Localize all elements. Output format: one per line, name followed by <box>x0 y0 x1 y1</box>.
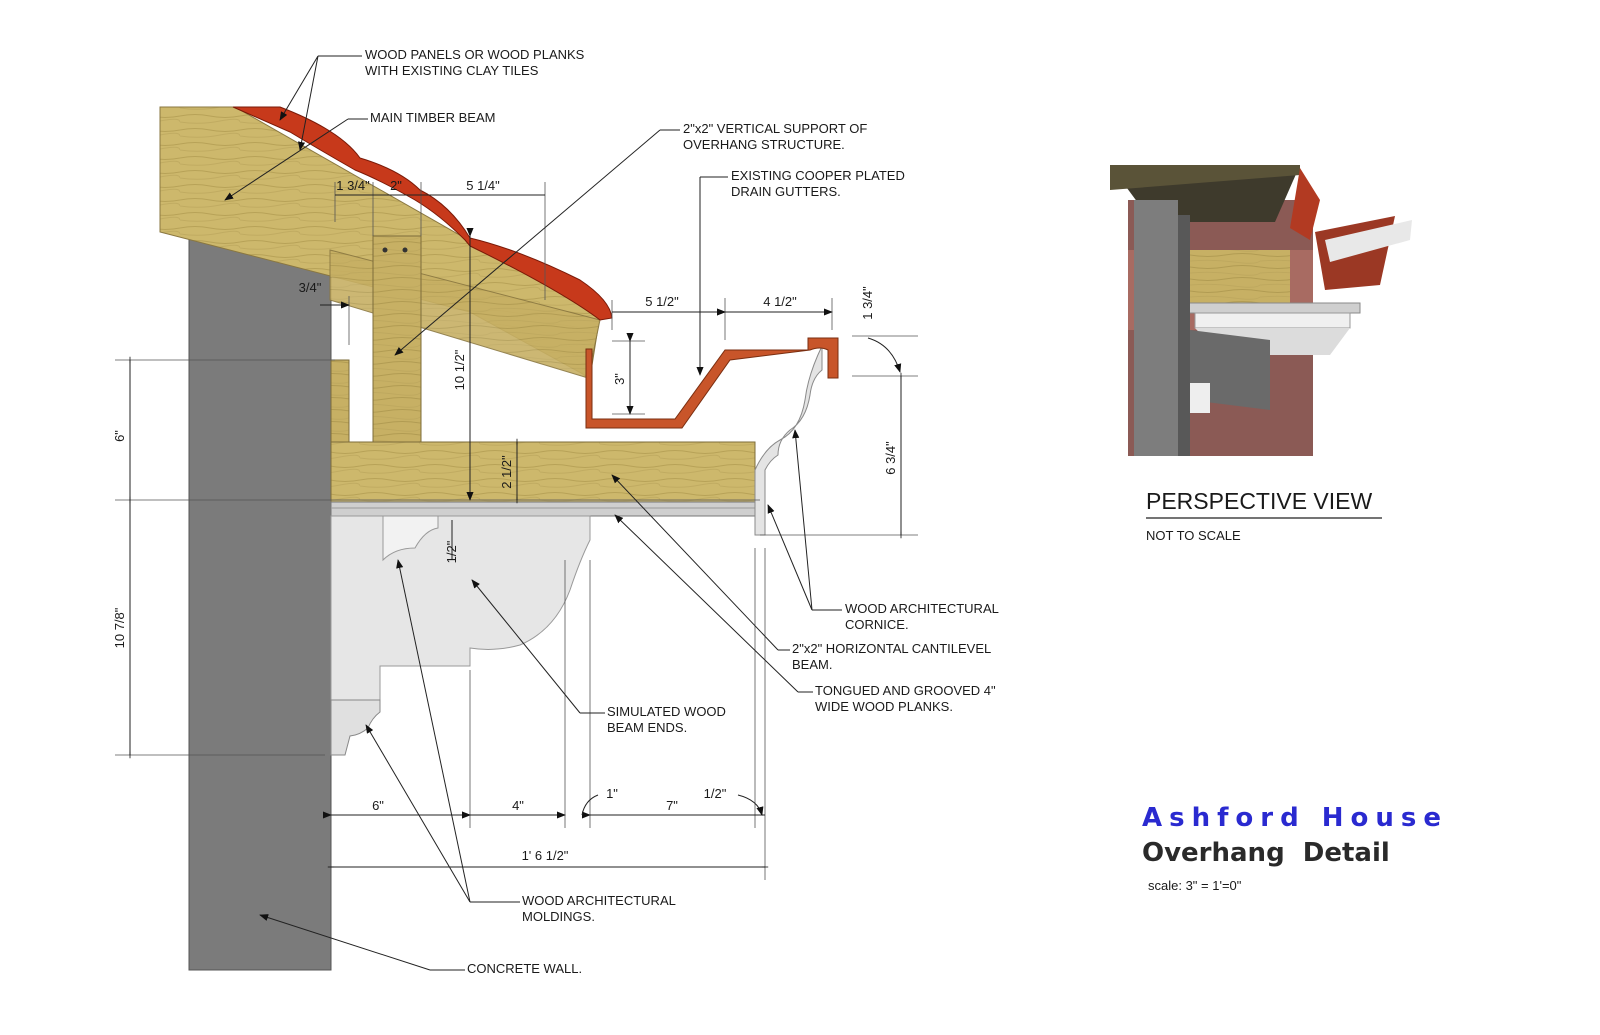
dim-5-1-2: 5 1/2" <box>645 294 679 309</box>
dim-1-2-vertical: 1/2" <box>444 540 459 563</box>
dim-6-3-4: 6 3/4" <box>883 441 898 475</box>
dim-10-7-8: 10 7/8" <box>112 607 127 648</box>
dim-4: 4" <box>512 798 524 813</box>
dim-2-1-2: 2 1/2" <box>499 455 514 489</box>
callout-planks-line2: WIDE WOOD PLANKS. <box>815 699 953 714</box>
callout-cornice-line2: CORNICE. <box>845 617 909 632</box>
dim-10-1-2: 10 1/2" <box>452 349 467 390</box>
callout-cornice-line1: WOOD ARCHITECTURAL <box>845 601 999 616</box>
cantilever-beam <box>330 441 756 503</box>
callout-planks-line1: TONGUED AND GROOVED 4" <box>815 683 996 698</box>
callout-timber-beam: MAIN TIMBER BEAM <box>370 110 495 125</box>
wood-molding-lower <box>330 699 381 756</box>
dim-1-2: 1/2" <box>704 786 727 801</box>
dim-1-3-4-gutter: 1 3/4" <box>860 286 875 320</box>
dim-6-vertical: 6" <box>112 430 127 442</box>
callout-moldings-line2: MOLDINGS. <box>522 909 595 924</box>
callout-wood-panels-line1: WOOD PANELS OR WOOD PLANKS <box>365 47 585 62</box>
callout-beam-ends-line1: SIMULATED WOOD <box>607 704 726 719</box>
callout-wall: CONCRETE WALL. <box>467 961 582 976</box>
dim-4-1-2: 4 1/2" <box>763 294 797 309</box>
dim-total: 1' 6 1/2" <box>522 848 569 863</box>
callout-gutters-line2: DRAIN GUTTERS. <box>731 184 841 199</box>
dim-1: 1" <box>606 786 618 801</box>
dim-7: 7" <box>666 798 678 813</box>
scale-note: scale: 3" = 1'=0" <box>1148 878 1242 893</box>
perspective-view-image <box>1110 165 1412 456</box>
clay-tiles <box>232 106 613 321</box>
dim-1-3-4: 1 3/4" <box>336 178 370 193</box>
simulated-beam-end <box>330 515 591 701</box>
callout-vertical-support-line2: OVERHANG STRUCTURE. <box>683 137 845 152</box>
dim-2: 2" <box>390 178 402 193</box>
concrete-wall <box>188 233 332 971</box>
dim-3: 3" <box>612 373 627 385</box>
callout-beam-ends-line2: BEAM ENDS. <box>607 720 687 735</box>
dim-6: 6" <box>372 798 384 813</box>
callout-gutters-line1: EXISTING COOPER PLATED <box>731 168 905 183</box>
project-title: Ashford House <box>1142 803 1448 833</box>
tongue-groove-planks <box>330 501 758 517</box>
perspective-view-title: PERSPECTIVE VIEW <box>1146 488 1373 514</box>
callout-vertical-support-line1: 2"x2" VERTICAL SUPPORT OF <box>683 121 867 136</box>
copper-gutter <box>585 337 839 429</box>
callout-wood-panels-line2: WITH EXISTING CLAY TILES <box>365 63 539 78</box>
sheet-title: Overhang Detail <box>1142 838 1390 868</box>
callout-moldings-line1: WOOD ARCHITECTURAL <box>522 893 676 908</box>
callout-cantilever-line2: BEAM. <box>792 657 832 672</box>
dim-5-1-4: 5 1/4" <box>466 178 500 193</box>
dim-3-4: 3/4" <box>299 280 322 295</box>
wood-cornice <box>754 345 823 536</box>
perspective-view-subtitle: NOT TO SCALE <box>1146 528 1241 543</box>
callout-cantilever-line1: 2"x2" HORIZONTAL CANTILEVEL <box>792 641 991 656</box>
